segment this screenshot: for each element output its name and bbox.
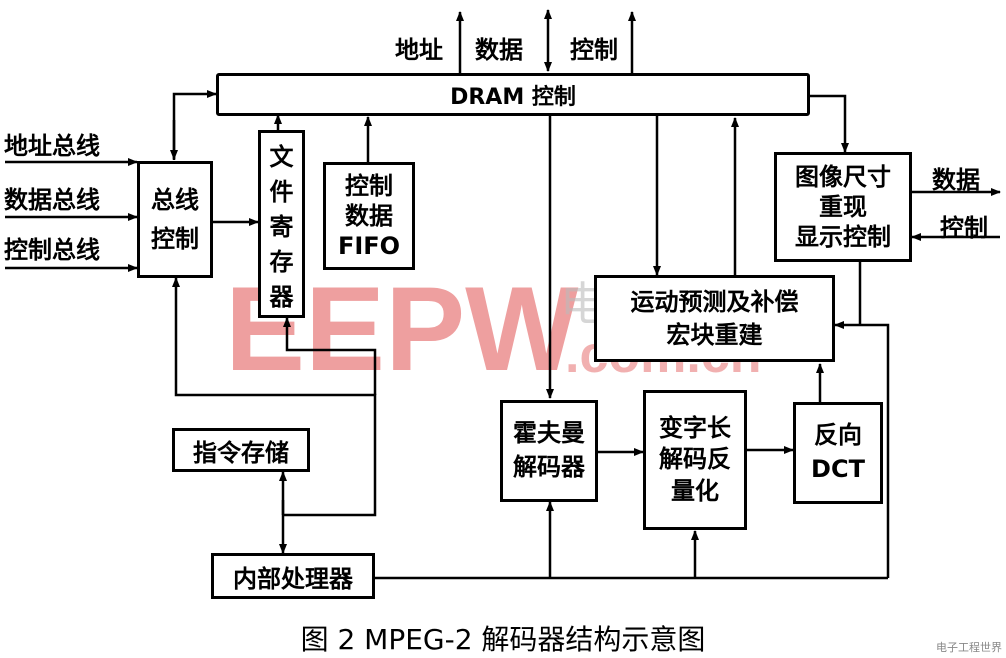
vlc-line3: 量化 <box>671 476 719 505</box>
data-bus-label: 数据总线 <box>4 186 100 214</box>
vlc-line2: 解码反 <box>659 445 731 474</box>
control-fifo-block: 控制 数据 FIFO <box>323 162 415 270</box>
huffman-decoder-block: 霍夫曼 解码器 <box>500 400 598 502</box>
idct-line1: 反向 <box>814 421 862 450</box>
image-display-block: 图像尺寸 重现 显示控制 <box>774 152 912 262</box>
dram-control-block: DRAM 控制 <box>216 73 810 116</box>
file-register-block: 文 件 寄 存 器 <box>258 130 305 318</box>
bus-control-line1: 总线 <box>151 186 199 215</box>
arrow-dram-to-image <box>808 94 849 153</box>
motion-line1: 运动预测及补偿 <box>630 288 799 317</box>
fifo-line3: FIFO <box>337 232 401 260</box>
corner-logo: 电子工程世界 <box>936 641 1002 654</box>
vlc-dequant-block: 变字长 解码反 量化 <box>643 390 747 530</box>
vlc-line1: 变字长 <box>659 414 731 443</box>
huffman-line2: 解码器 <box>513 453 585 481</box>
fifo-line2: 数据 <box>345 202 393 230</box>
address-bus-label: 地址总线 <box>4 132 100 160</box>
right-control-label: 控制 <box>940 214 988 242</box>
file-register-char: 器 <box>269 282 294 311</box>
idct-line2: DCT <box>811 455 865 483</box>
internal-processor-block: 内部处理器 <box>211 553 375 599</box>
figure-caption: 图 2 MPEG-2 解码器结构示意图 <box>300 623 706 656</box>
file-register-char: 存 <box>269 247 294 276</box>
proc-label: 内部处理器 <box>233 564 353 593</box>
file-register-char: 文 <box>269 142 294 171</box>
file-register-char: 寄 <box>269 212 294 241</box>
top-control-label: 控制 <box>570 36 618 64</box>
motion-line2: 宏块重建 <box>666 320 763 349</box>
image-line2: 重现 <box>819 193 867 221</box>
bus-control-line2: 控制 <box>151 224 199 253</box>
top-data-label: 数据 <box>475 36 523 64</box>
right-data-label: 数据 <box>932 166 980 194</box>
motion-comp-block: 运动预测及补偿 宏块重建 <box>594 275 835 362</box>
instruction-storage-block: 指令存储 <box>172 428 310 472</box>
fifo-line1: 控制 <box>345 172 393 200</box>
dram-control-label: DRAM 控制 <box>450 84 576 110</box>
arrow-loop-to-file <box>283 317 377 395</box>
idct-block: 反向 DCT <box>793 402 883 504</box>
arrow-bus-to-dram <box>172 90 217 160</box>
file-register-char: 件 <box>269 177 294 206</box>
arrow-proc-to-motion <box>834 321 890 578</box>
top-address-label: 地址 <box>395 36 443 64</box>
image-line3: 显示控制 <box>795 223 891 251</box>
control-bus-label: 控制总线 <box>4 236 100 264</box>
huffman-line1: 霍夫曼 <box>513 419 585 448</box>
image-line1: 图像尺寸 <box>795 163 891 191</box>
instr-label: 指令存储 <box>193 438 289 467</box>
bus-control-block: 总线 控制 <box>137 161 213 278</box>
